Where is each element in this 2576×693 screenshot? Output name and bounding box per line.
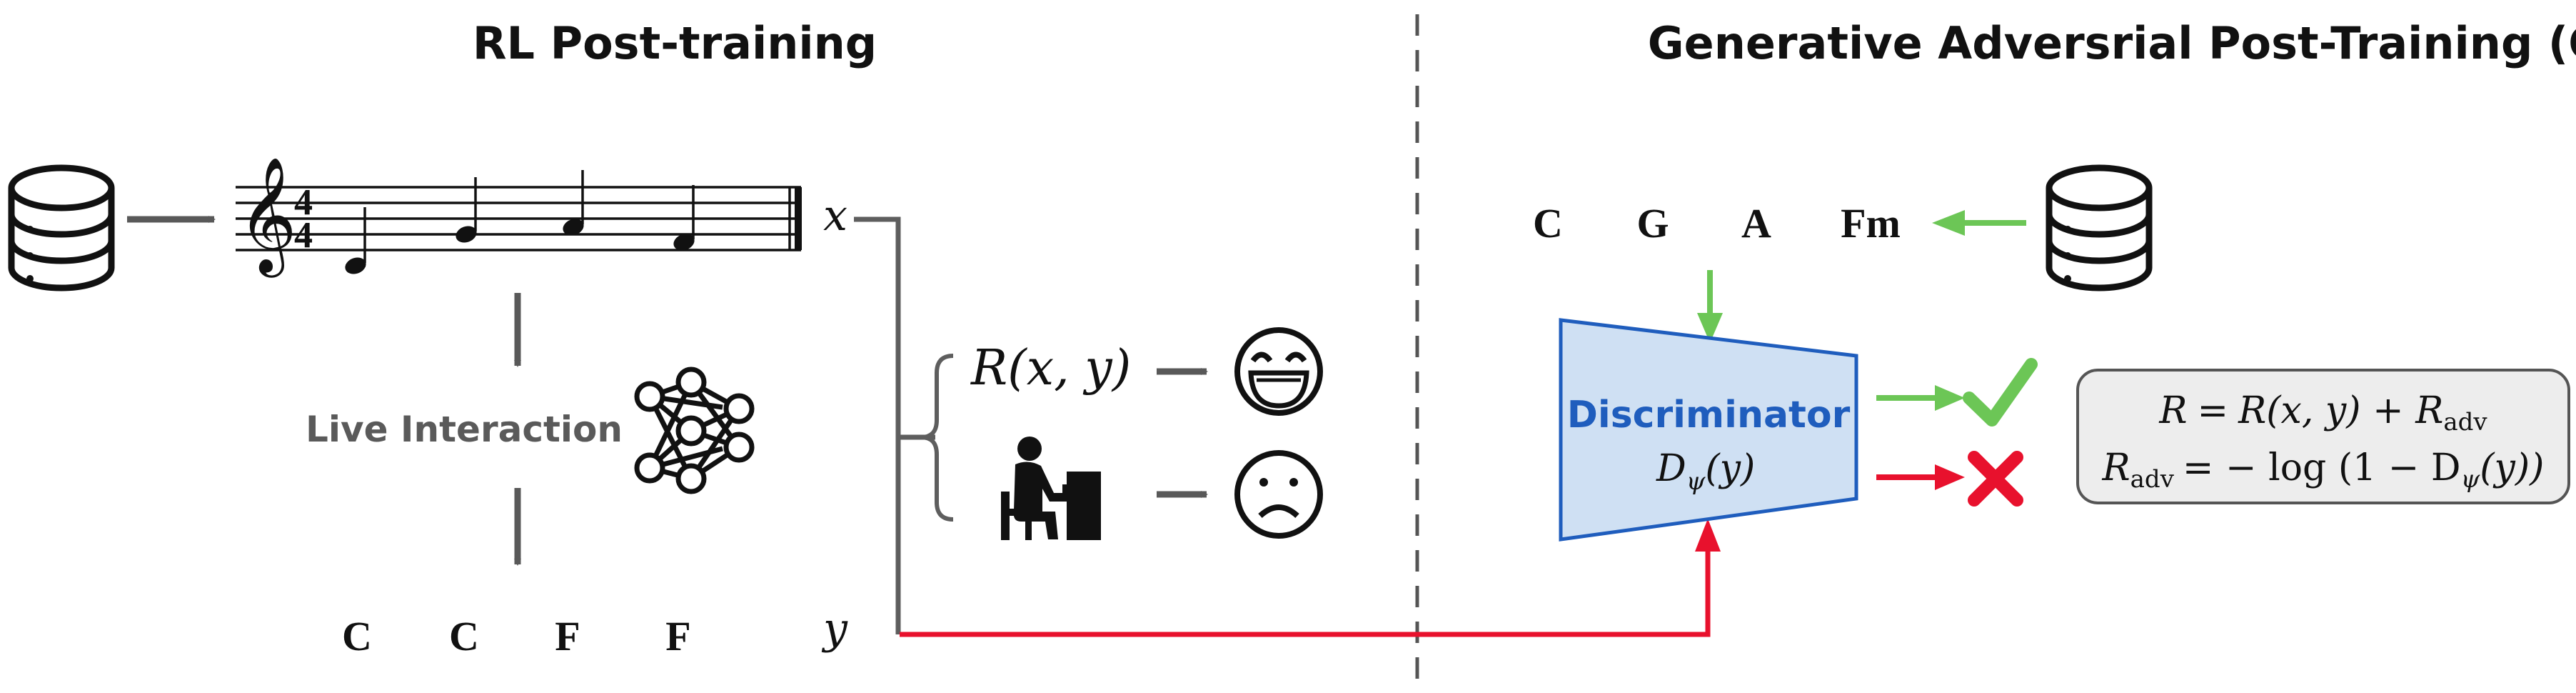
happy-face-icon xyxy=(1234,327,1323,416)
x-connector xyxy=(854,216,901,634)
formula-line-1: R =R(x, y) + Radv xyxy=(2158,389,2487,437)
chord: F xyxy=(555,613,580,659)
discriminator-d: D xyxy=(1656,447,1686,490)
y-red-arrowhead xyxy=(1695,519,1721,552)
reward-formula-box xyxy=(2076,369,2570,504)
formula-line-2: Radv = − log (1 − Dψ(y)) xyxy=(2102,447,2545,494)
pianist-icon xyxy=(1001,437,1101,540)
discriminator-symbol: Dψ(y) xyxy=(1656,447,1755,496)
live-interaction-label: Live Interaction xyxy=(306,409,623,450)
chord: C xyxy=(1533,200,1563,246)
green-arrowhead-check xyxy=(1935,385,1965,411)
chord: G xyxy=(1636,200,1669,246)
curly-brace xyxy=(920,354,954,522)
formula-eq: = xyxy=(2198,389,2229,432)
neural-network-icon xyxy=(634,367,755,494)
formula-radv: R xyxy=(2102,447,2130,489)
svg-text:𝄞: 𝄞 xyxy=(238,159,297,278)
formula-radv-sub: adv xyxy=(2130,465,2175,494)
discriminator-arg: (y) xyxy=(1705,447,1755,490)
formula-rhs-sub: adv xyxy=(2443,408,2487,437)
y-red-connector xyxy=(900,550,1711,637)
chord: F xyxy=(665,613,690,659)
check-icon xyxy=(1963,358,2038,427)
left-panel-title: RL Post-training xyxy=(473,17,877,69)
discriminator-block xyxy=(1559,318,1858,542)
formula-r: R xyxy=(2158,389,2187,432)
time-signature-bottom: 4 xyxy=(294,215,313,256)
discriminator-label: Discriminator xyxy=(1567,394,1851,437)
variable-x: x xyxy=(823,191,847,241)
formula-rhs: R(x, y) + R xyxy=(2238,389,2443,432)
reference-chords: C G A Fm xyxy=(1533,200,1901,246)
formula-end: (y)) xyxy=(2480,447,2544,489)
cross-icon xyxy=(1968,451,2023,507)
note-g xyxy=(456,177,477,243)
red-arrowhead-cross xyxy=(1935,464,1965,490)
chord: A xyxy=(1741,200,1771,246)
chord: C xyxy=(342,613,372,659)
variable-y: y xyxy=(821,604,848,654)
sad-face-icon xyxy=(1234,450,1323,539)
note-c xyxy=(345,207,366,274)
formula-log-part: = − log (1 − D xyxy=(2183,447,2461,489)
database-icon xyxy=(8,164,115,291)
time-signature-top: 4 xyxy=(294,182,313,223)
green-arrowhead-chords xyxy=(1932,210,1965,236)
formula-psi: ψ xyxy=(2461,465,2480,494)
generated-chords: C C F F xyxy=(342,613,691,659)
sheet-music-icon: 𝄞 4 4 xyxy=(236,159,802,278)
chord: Fm xyxy=(1841,200,1901,246)
green-arrowhead-discriminator xyxy=(1697,313,1723,343)
right-panel-title: Generative Adversrial Post-Training (GAP… xyxy=(1648,17,2576,69)
database-icon xyxy=(2046,164,2153,291)
reward-function: R(x, y) xyxy=(970,340,1131,397)
note-a xyxy=(563,170,584,236)
discriminator-psi: ψ xyxy=(1686,467,1706,496)
note-f xyxy=(673,185,695,251)
chord: C xyxy=(449,613,479,659)
